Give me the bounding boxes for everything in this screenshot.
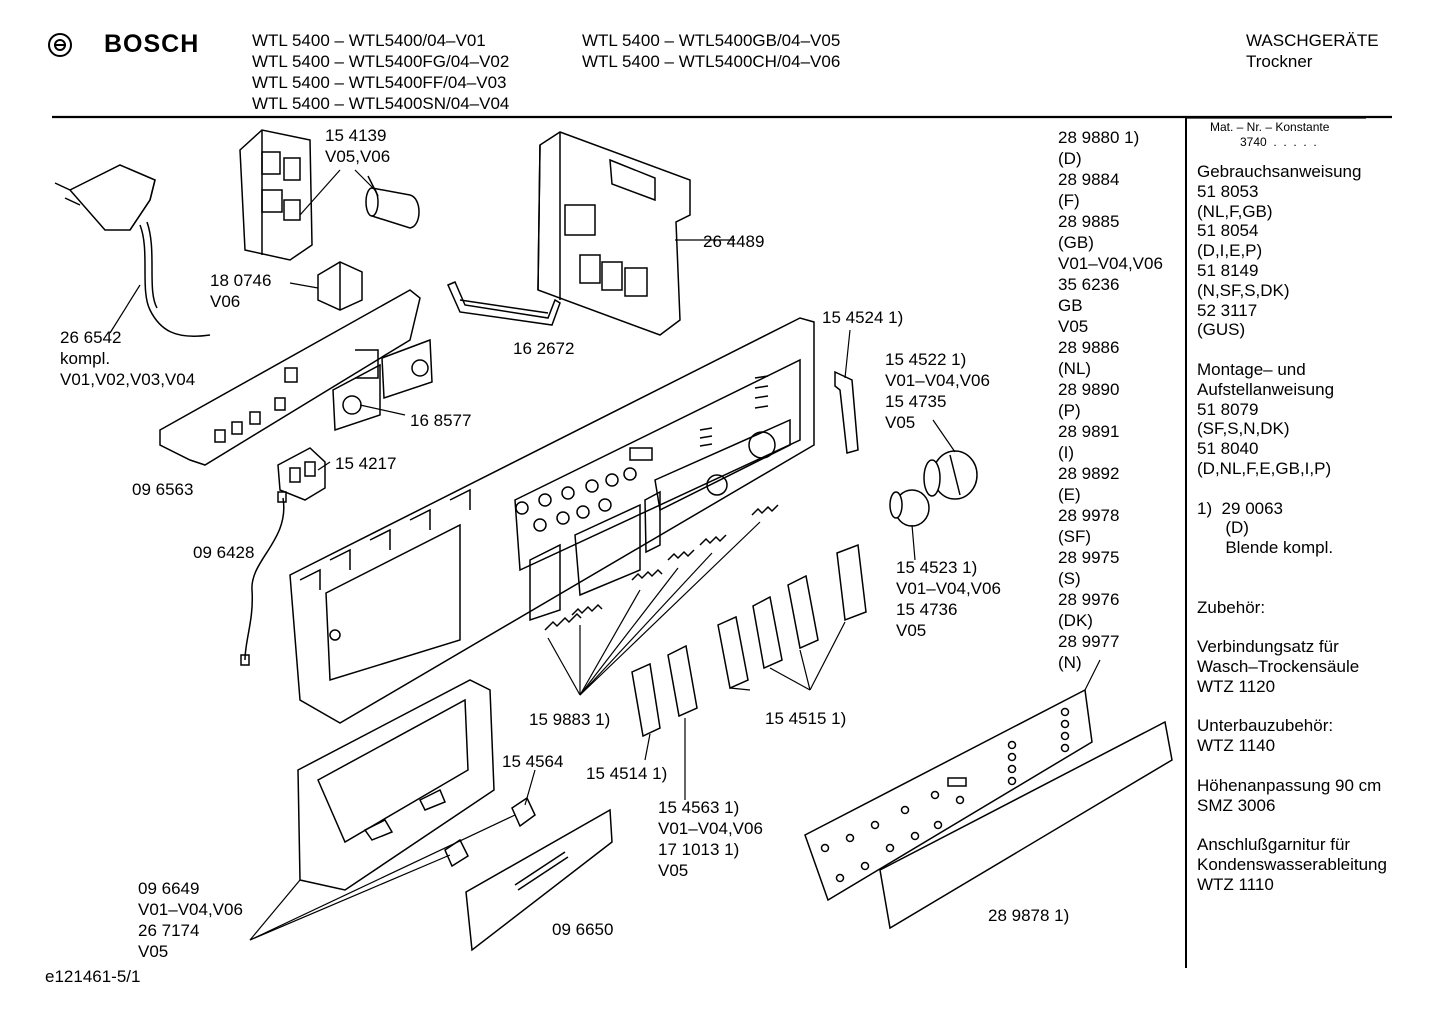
model-line-3: WTL 5400 – WTL5400FF/04–V03 [252,73,507,92]
model-line-6: WTL 5400 – WTL5400CH/04–V06 [582,52,841,71]
door-switch [277,447,326,501]
brand-name: BOSCH [104,30,200,58]
callout-label: 15 4522 1) V01–V04,V06 15 4735 V05 [885,350,990,432]
service-flap [465,808,613,952]
callout-label: 15 4523 1) V01–V04,V06 15 4736 V05 [896,558,1001,640]
sidebar-rule [1186,117,1366,119]
program-knob-large [923,450,978,500]
document-code: e121461-5/1 [45,967,141,986]
model-line-4: WTL 5400 – WTL5400SN/04–V04 [252,94,510,113]
model-line-2: WTL 5400 – WTL5400FG/04–V02 [252,52,510,71]
callout-label: 15 4217 [335,454,397,473]
callout-label: 16 8577 [410,411,472,430]
ribbon-cable [447,281,561,326]
bosch-armature-icon [48,32,72,57]
callout-label: 26 6542 kompl. V01,V02,V03,V04 [60,328,196,389]
main-electronics-module [537,131,691,336]
variant-part-list: 28 9880 1) (D) 28 9884 (F) 28 9885 (GB) … [1058,128,1163,672]
category-subtitle: Trockner [1246,52,1313,71]
callout-label: 15 4524 1) [822,308,904,327]
category-title: WASCHGERÄTE [1246,31,1379,50]
model-line-5: WTL 5400 – WTL5400GB/04–V05 [582,31,841,50]
panel-overlay-foil [804,688,1093,902]
holding-bracket [834,370,859,454]
mat-nr-label: Mat. – Nr. – Konstante [1210,120,1330,134]
switch-circuit-board [159,289,421,466]
callout-label: 18 0746 V06 [210,271,272,311]
connecting-wire [240,491,287,666]
rotary-switch-pair [332,338,433,432]
program-knob-small [889,489,930,527]
compression-springs [544,504,779,631]
bottom-trim-strip [879,720,1173,930]
leader-lines [109,169,1101,941]
callout-label: 28 9878 1) [988,906,1070,925]
callout-label: 09 6649 V01–V04,V06 26 7174 V05 [138,879,243,961]
model-line-1: WTL 5400 – WTL5400/04–V01 [252,31,486,50]
mat-nr-value: 3740 . . . . . [1240,135,1317,149]
callout-label: 26 4489 [703,232,765,251]
callout-label: 15 4139 V05,V06 [325,126,391,166]
interference-capacitor [365,175,420,229]
control-panel-fascia [289,317,815,724]
small-relay [317,261,363,311]
callout-label: 09 6650 [552,920,614,939]
callout-label: 15 9883 1) [529,710,611,729]
callout-label: 15 4515 1) [765,709,847,728]
hinge-pieces [444,796,536,868]
callout-label: 15 4563 1) V01–V04,V06 17 1013 1) V05 [658,798,763,880]
callout-label: 09 6563 [132,480,194,499]
sidebar-documentation-list: Gebrauchsanweisung 51 8053 (NL,F,GB) 51 … [1197,162,1387,894]
callout-label: 16 2672 [513,339,575,358]
power-cord-plug [54,164,211,337]
push-buttons [631,543,867,738]
bosch-logo: BOSCH [48,30,199,59]
callout-label: 15 4514 1) [586,764,668,783]
callout-label: 15 4564 [502,752,564,771]
callout-label: 09 6428 [193,543,255,562]
control-relay-module [239,129,313,261]
